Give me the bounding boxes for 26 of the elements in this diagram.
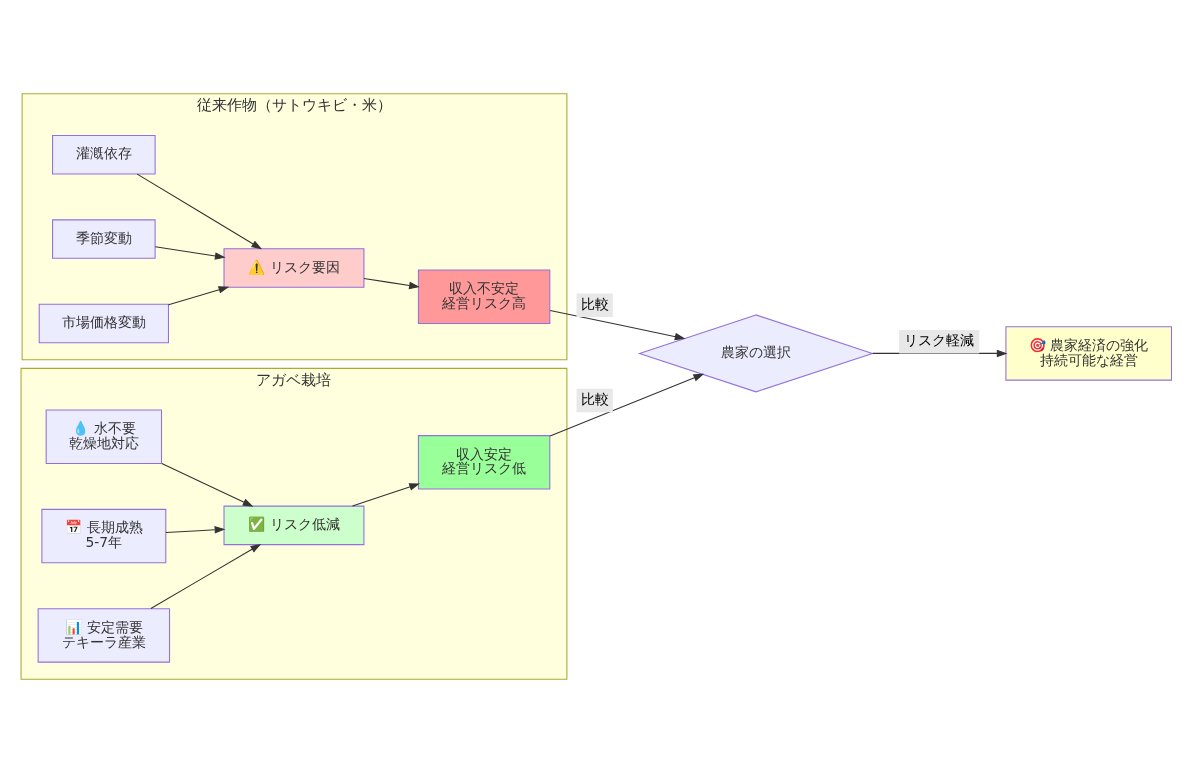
arrow bbox=[363, 277, 420, 289]
node-box: 💧 水不要 乾燥地対応 bbox=[45, 408, 163, 464]
edge-label: 比較 bbox=[580, 390, 609, 407]
arrow bbox=[872, 349, 1008, 357]
node-box: 灌漑依存 bbox=[52, 134, 156, 174]
node-box: 季節変動 bbox=[52, 218, 156, 259]
arrow bbox=[165, 525, 226, 534]
arrow bbox=[150, 543, 262, 609]
edge-label: リスク軽減 bbox=[903, 331, 974, 348]
node-diamond: 農家の選択 bbox=[637, 313, 875, 392]
node-box: 🎯 農家経済の強化 持続可能な経営 bbox=[1005, 325, 1173, 381]
node-box: 収入不安定 経営リスク高 bbox=[417, 269, 551, 324]
arrow bbox=[154, 245, 226, 260]
arrow bbox=[168, 285, 230, 305]
arrow bbox=[351, 482, 420, 507]
node-box: ✅ リスク低減 bbox=[223, 505, 365, 545]
edge-label: 比較 bbox=[580, 295, 609, 312]
node-box: 市場価格変動 bbox=[38, 303, 169, 343]
node-box: 📊 安定需要 テキーラ産業 bbox=[37, 607, 171, 663]
arrow bbox=[136, 173, 263, 249]
arrow bbox=[549, 373, 705, 437]
arrow bbox=[161, 462, 254, 507]
node-box: ⚠ リスク要因 bbox=[223, 247, 365, 288]
arrow bbox=[549, 309, 686, 340]
node-box: 収入安定 経営リスク低 bbox=[417, 434, 551, 490]
node-box: 📅 長期成熟 5-7年 bbox=[41, 508, 167, 563]
